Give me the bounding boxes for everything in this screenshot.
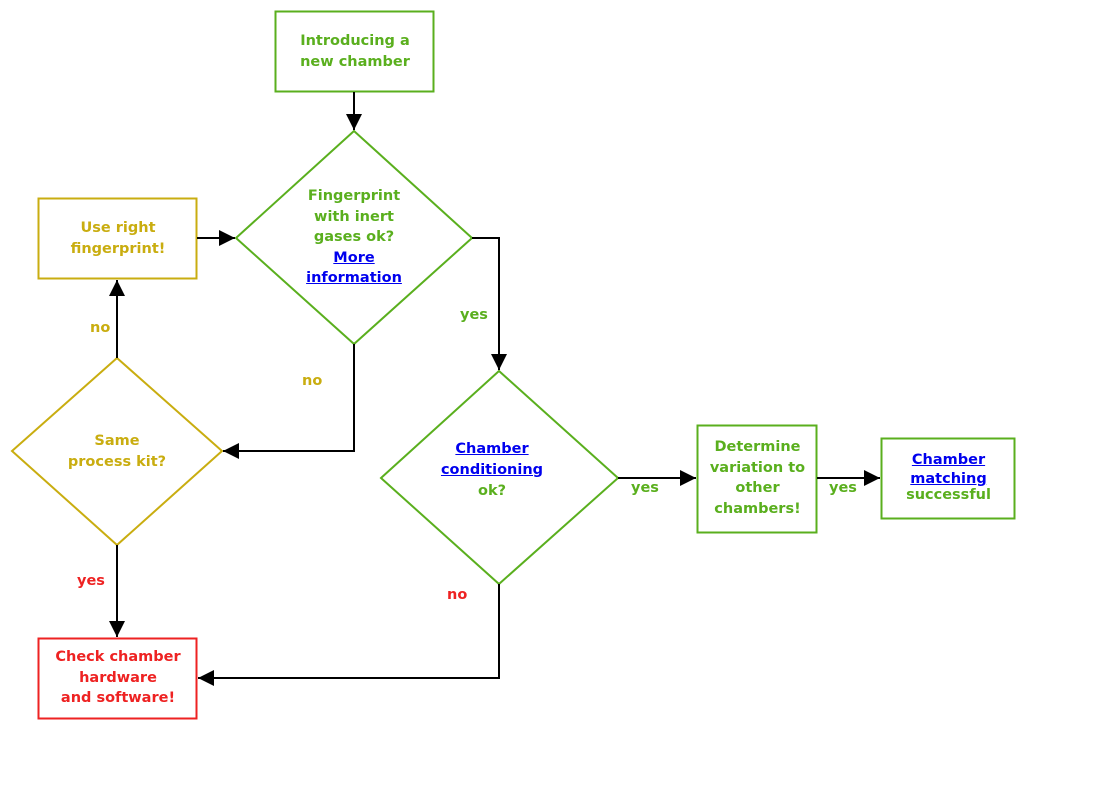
determine-variation-label: Determine variation to other chambers!	[698, 437, 817, 519]
chamber-matching-link-line[interactable]: Chamber	[911, 452, 986, 468]
chamber-conditioning-link[interactable]: Chamber conditioning	[422, 439, 562, 480]
use-right-fingerprint-box	[37, 197, 198, 280]
chamber-conditioning-link-line[interactable]: conditioning	[440, 461, 544, 478]
matching-successful-label: Chamber matching successful	[882, 451, 1015, 505]
check-hardware-line: and software!	[60, 690, 176, 706]
connector-fingerprint-no	[223, 344, 355, 459]
process-kit-line: process kit?	[67, 453, 167, 470]
fingerprint-label-line: with inert	[314, 208, 394, 225]
edge-label-process-kit-no: no	[90, 320, 111, 336]
edge-label-conditioning-yes: yes	[631, 480, 659, 496]
determine-variation-line: other	[735, 480, 780, 496]
start-label-line: new chamber	[300, 53, 410, 70]
start-box	[274, 10, 435, 93]
conditioning-label: Chamber conditioning ok?	[422, 439, 562, 502]
matching-successful-line: successful	[906, 487, 991, 503]
chamber-matching-link[interactable]: Chamber matching	[882, 451, 1015, 489]
determine-variation-line: variation to	[709, 459, 806, 476]
use-right-fingerprint-line: fingerprint!	[70, 240, 166, 257]
determine-variation-line: chambers!	[714, 500, 801, 517]
edge-label-conditioning-no: no	[447, 587, 468, 603]
connector-fingerprint-yes	[472, 237, 507, 370]
use-right-fingerprint-label: Use right fingerprint!	[39, 218, 197, 259]
edge-label-fingerprint-no: no	[302, 373, 323, 389]
more-information-link[interactable]: More information	[284, 248, 424, 289]
edge-label-process-kit-yes: yes	[77, 573, 105, 589]
start-label-line: Introducing a	[300, 33, 410, 49]
determine-variation-box	[696, 424, 818, 534]
check-hardware-label: Check chamber hardware and software!	[39, 647, 197, 709]
fingerprint-label: Fingerprint with inert gases ok? More in…	[284, 186, 424, 289]
start-label: Introducing a new chamber	[276, 31, 434, 72]
matching-successful-box	[880, 437, 1016, 520]
edge-label-fingerprint-yes: yes	[460, 307, 488, 323]
edge-label-variation-yes: yes	[829, 480, 857, 496]
use-right-fingerprint-line: Use right	[80, 220, 156, 236]
more-information-link-line[interactable]: More	[333, 249, 375, 266]
process-kit-label: Same process kit?	[42, 431, 192, 472]
connector-conditioning-no	[198, 584, 500, 686]
more-information-link-line[interactable]: information	[306, 270, 402, 286]
determine-variation-line: Determine	[714, 439, 801, 455]
chamber-matching-link-line[interactable]: matching	[910, 471, 987, 487]
fingerprint-label-line: gases ok?	[313, 229, 395, 245]
process-kit-line: Same	[94, 433, 140, 449]
check-hardware-line: hardware	[79, 669, 157, 686]
conditioning-label-line: ok?	[477, 483, 507, 499]
chamber-conditioning-link-line[interactable]: Chamber	[455, 441, 529, 457]
check-hardware-box	[37, 637, 198, 720]
check-hardware-line: Check chamber	[55, 649, 181, 665]
fingerprint-label-line: Fingerprint	[307, 188, 401, 204]
